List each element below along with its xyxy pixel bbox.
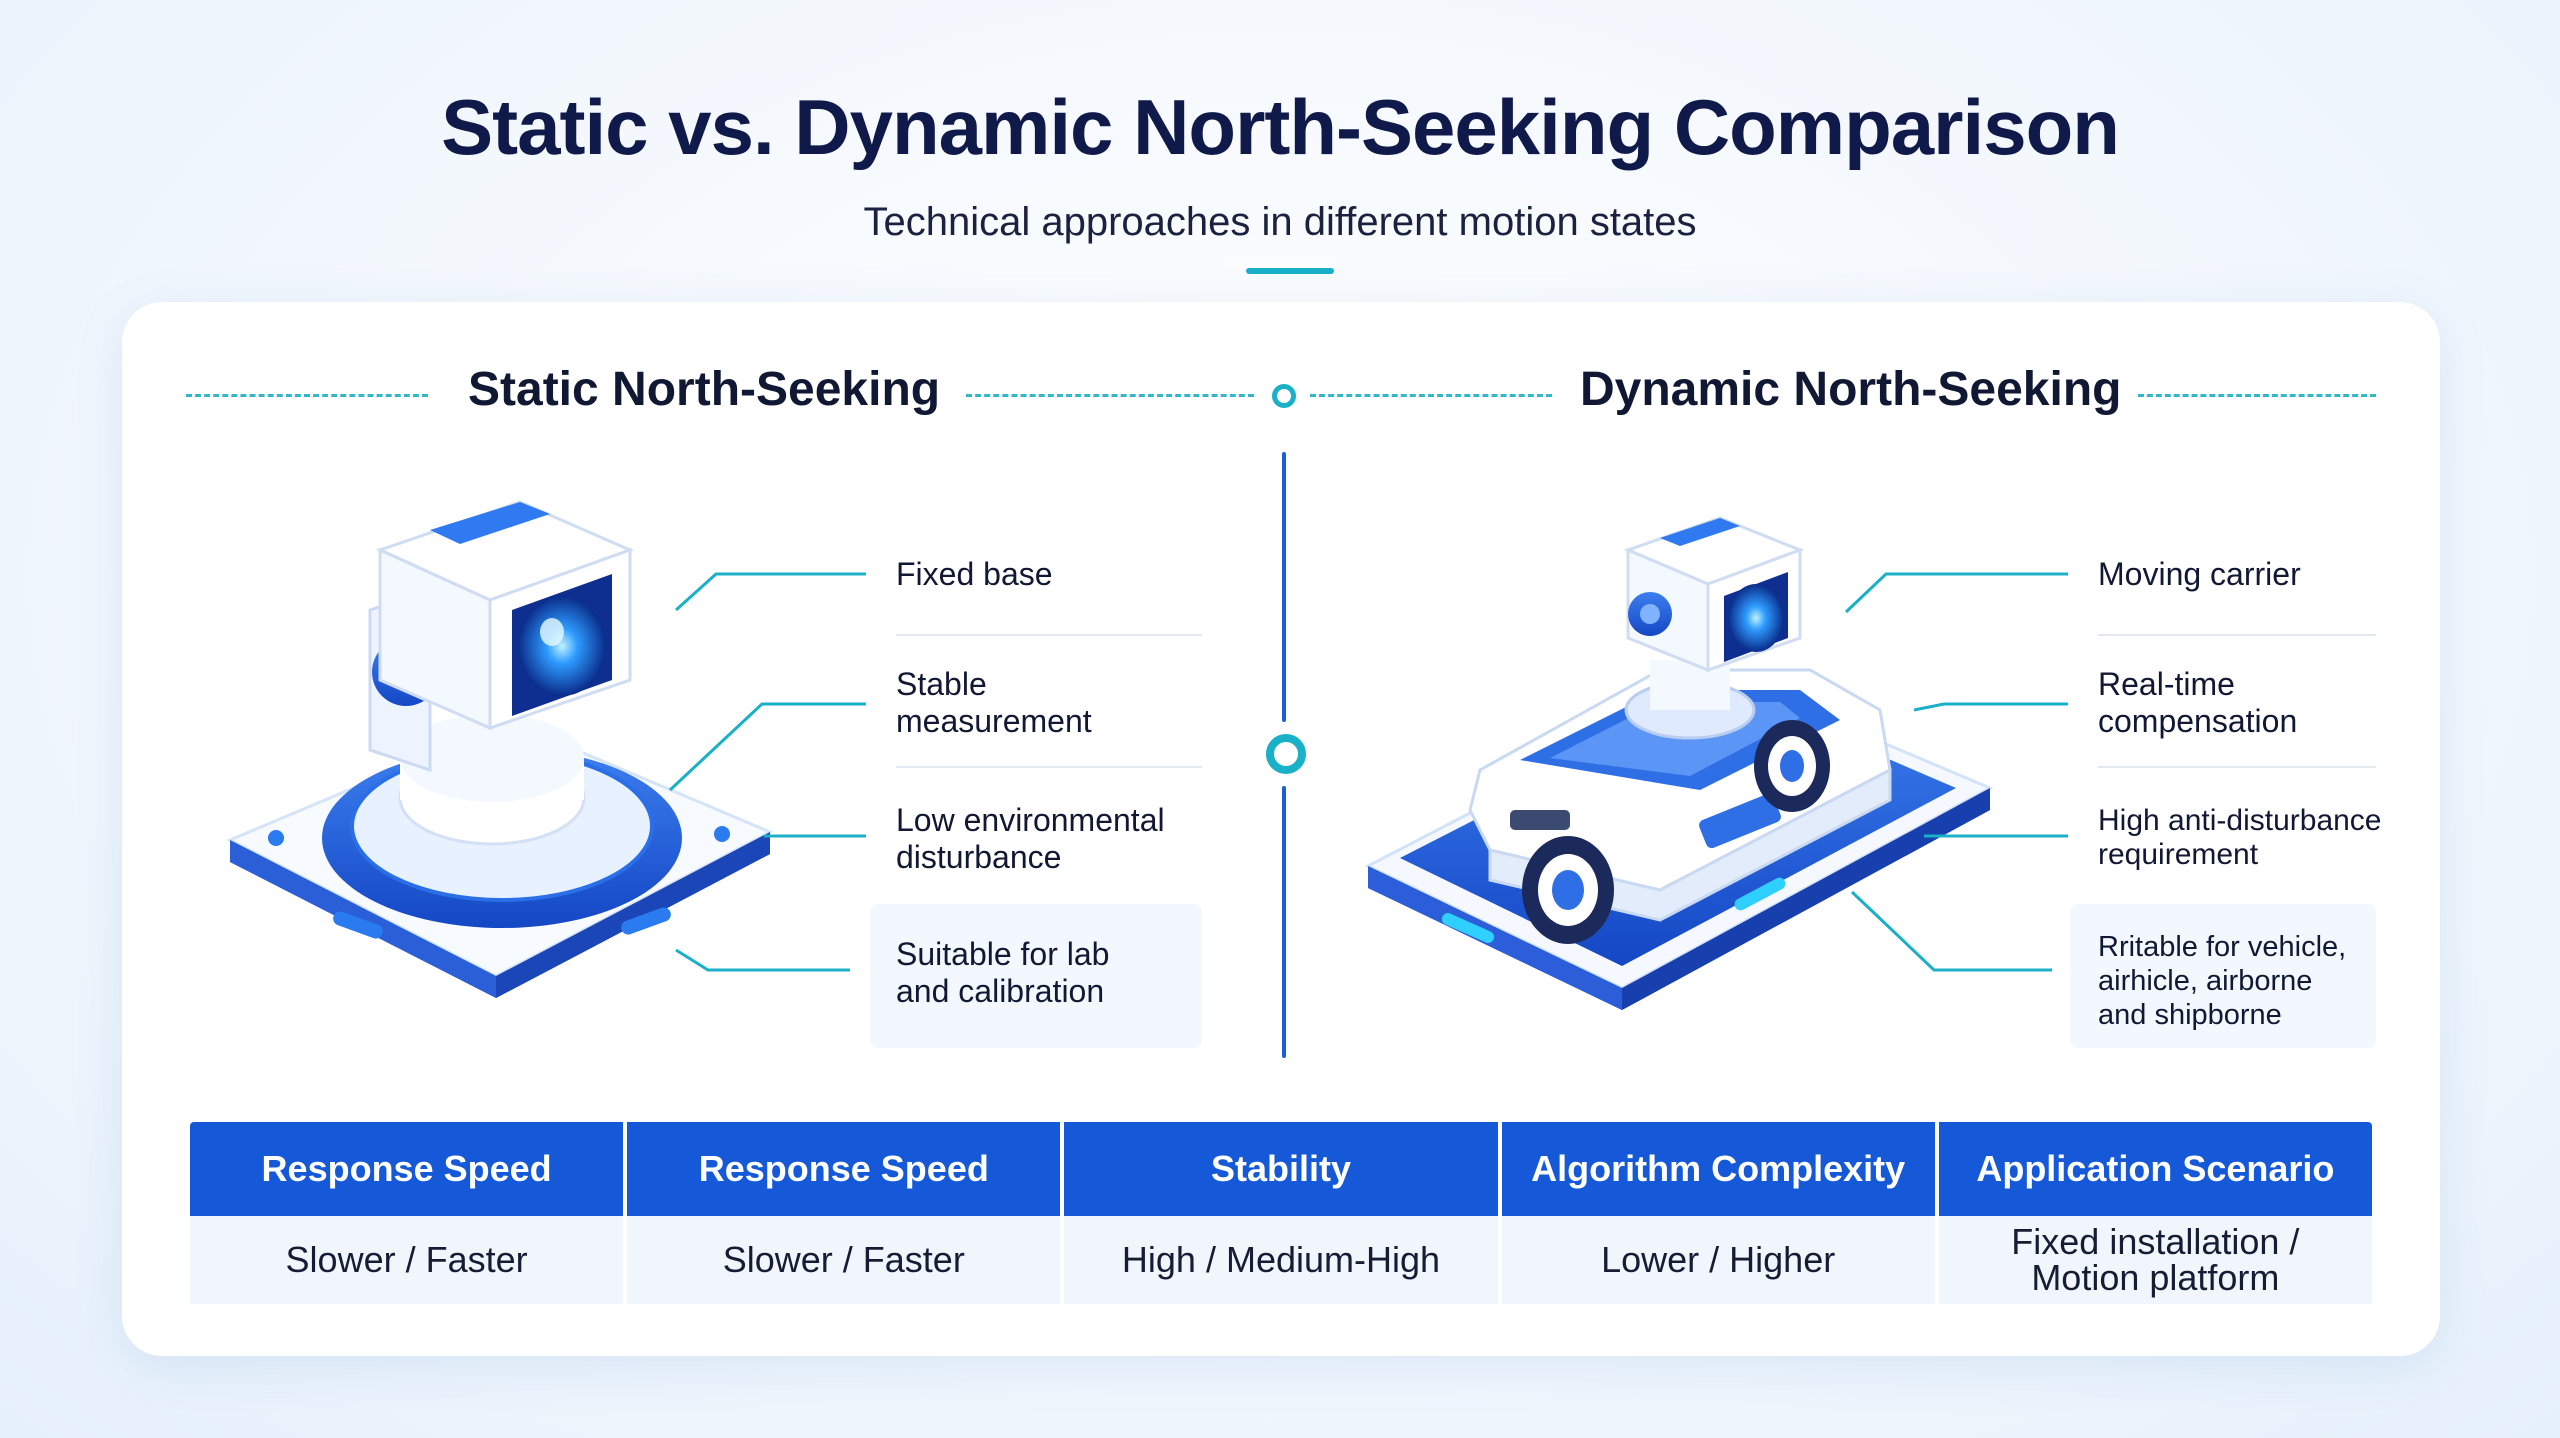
feature-separator xyxy=(896,766,1202,768)
dynamic-feature-item: Rritable for vehicle, airhicle, airborne… xyxy=(2098,931,2347,1031)
table-cell: Slower / Faster xyxy=(627,1216,1061,1304)
table-header-cell: Algorithm Complexity xyxy=(1501,1122,1935,1216)
dashed-divider xyxy=(1310,394,1552,397)
feature-separator xyxy=(2098,766,2376,768)
dynamic-feature-item: High anti-disturbance requirement xyxy=(2098,804,2382,871)
static-feature-item: Low environmental disturbance xyxy=(896,802,1165,875)
dashed-divider xyxy=(2138,394,2376,397)
static-feature-item: Suitable for lab and calibration xyxy=(896,936,1110,1009)
table-row: Slower / Faster Slower / Faster High / M… xyxy=(190,1216,2372,1304)
table-cell: Lower / Higher xyxy=(1501,1216,1935,1304)
table-cell: Slower / Faster xyxy=(190,1216,624,1304)
title-underline xyxy=(1246,268,1334,274)
center-divider-line xyxy=(1282,452,1286,722)
dynamic-heading: Dynamic North-Seeking xyxy=(1580,363,2122,416)
static-heading: Static North-Seeking xyxy=(468,363,941,416)
dynamic-feature-item: Real-time compensation xyxy=(2098,666,2298,739)
page-title: Static vs. Dynamic North-Seeking Compari… xyxy=(441,83,2120,171)
table-header-cell: Response Speed xyxy=(190,1122,624,1216)
static-feature-item: Stable measurement xyxy=(896,666,1092,739)
table-cell: Fixed installation / Motion platform xyxy=(1938,1216,2372,1304)
gyro-turret-fixed-base-icon xyxy=(226,500,774,998)
comparison-table: Response Speed Response Speed Stability … xyxy=(186,1122,2376,1304)
center-node-icon xyxy=(1272,384,1296,408)
table-header-cell: Response Speed xyxy=(627,1122,1061,1216)
page-subtitle: Technical approaches in different motion… xyxy=(863,200,1697,244)
table-header-row: Response Speed Response Speed Stability … xyxy=(190,1122,2372,1216)
dynamic-feature-item: Moving carrier xyxy=(2098,556,2301,592)
table-header-cell: Application Scenario xyxy=(1938,1122,2372,1216)
dashed-divider xyxy=(186,394,428,397)
dynamic-feature-highlight xyxy=(2070,904,2376,1048)
center-divider-line xyxy=(1282,786,1286,1058)
dashed-divider xyxy=(966,394,1254,397)
center-node-icon xyxy=(1266,734,1306,774)
feature-separator xyxy=(896,634,1202,636)
gyro-turret-vehicle-icon xyxy=(1364,516,1994,1010)
table-cell: High / Medium-High xyxy=(1064,1216,1498,1304)
table-header-cell: Stability xyxy=(1064,1122,1498,1216)
static-feature-item: Fixed base xyxy=(896,556,1053,592)
static-feature-highlight xyxy=(870,904,1202,1048)
feature-separator xyxy=(2098,634,2376,636)
